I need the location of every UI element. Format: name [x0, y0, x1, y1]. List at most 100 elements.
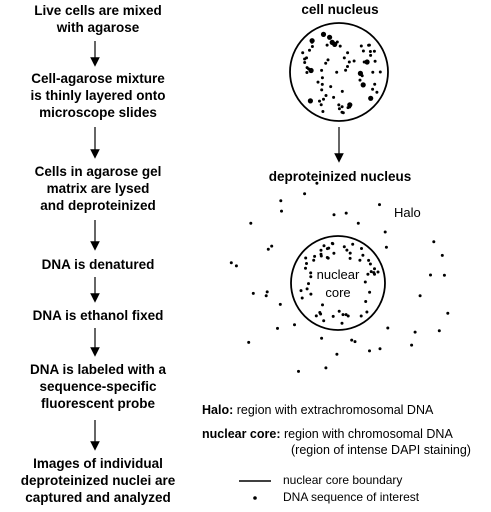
halo-dot — [293, 323, 296, 327]
core-dot — [313, 254, 317, 258]
nucleus-dot — [316, 80, 320, 84]
step-4: DNA is denatured — [41, 257, 155, 272]
core-dot — [365, 310, 369, 314]
halo-label: Halo — [394, 205, 421, 220]
nucleus-dot — [364, 59, 370, 65]
nucleus-dot — [340, 105, 344, 109]
nucleus-dot — [361, 49, 365, 53]
core-dot — [367, 258, 371, 262]
core-dot — [305, 262, 308, 265]
halo-dot — [320, 336, 324, 340]
nucleus-dot — [332, 41, 338, 48]
nucleus-dot — [344, 68, 348, 72]
nucleus-dot — [368, 50, 372, 53]
nucleus-dot — [320, 31, 327, 37]
cell-nucleus-dots — [301, 31, 382, 115]
halo-dot — [276, 326, 279, 330]
nucleus-dot — [340, 110, 344, 114]
core-dot — [309, 292, 313, 296]
halo-dot — [297, 369, 300, 373]
halo-dot — [247, 340, 251, 344]
nucleus-dot — [332, 95, 336, 99]
halo-dot — [264, 294, 268, 298]
core-dot — [348, 251, 352, 255]
core-desc: region with chromosomal DNA — [280, 427, 453, 441]
core-label-2: core — [325, 285, 350, 300]
nucleus-dot — [326, 58, 330, 62]
core-dot — [300, 296, 304, 300]
halo-term: Halo: — [202, 403, 234, 417]
nucleus-dot — [324, 61, 328, 65]
nucleus-dot — [310, 40, 314, 44]
halo-dot — [324, 366, 328, 370]
nucleus-dot — [305, 71, 309, 74]
nucleus-dot — [303, 61, 307, 64]
core-dot — [305, 287, 309, 291]
nucleus-dot — [373, 59, 377, 63]
halo-dot — [279, 199, 283, 203]
halo-dot — [410, 343, 414, 347]
nucleus-dot — [324, 94, 328, 97]
core-dot — [366, 272, 370, 276]
core-dot — [309, 271, 313, 275]
core-dot — [319, 312, 323, 316]
nucleus-dot — [367, 43, 371, 47]
nucleus-dot — [342, 56, 346, 60]
nucleus-dot — [346, 65, 349, 68]
core-dot — [368, 262, 372, 266]
core-dot — [332, 251, 336, 255]
halo-dot — [234, 264, 238, 268]
halo-dot — [303, 192, 307, 196]
core-dot — [376, 270, 380, 274]
halo-dot — [270, 244, 274, 248]
halo-dot — [368, 349, 371, 353]
nucleus-dot — [371, 87, 375, 91]
nucleus-dot — [347, 102, 353, 108]
core-dot — [340, 321, 344, 325]
halo-definition: Halo: region with extrachromosomal DNA — [202, 402, 433, 418]
cell-nucleus-circle — [289, 22, 389, 122]
core-dot — [325, 247, 329, 251]
nucleus-dot — [371, 70, 375, 74]
nucleus-dot — [319, 103, 323, 107]
halo-dot — [278, 302, 282, 306]
halo-dot — [429, 273, 432, 277]
core-dot — [321, 303, 324, 307]
core-dot — [304, 266, 307, 270]
core-dot — [342, 245, 346, 249]
halo-dot — [378, 347, 382, 351]
core-dot — [330, 241, 334, 245]
nucleus-dot — [320, 88, 324, 92]
step-6: DNA is labeled with a sequence-specific … — [29, 362, 167, 411]
deproteinized-nucleus-title: deproteinized nucleus — [268, 169, 412, 184]
step-3: Cells in agarose gel matrix are lysed an… — [34, 164, 162, 213]
nucleus-dot — [329, 85, 333, 89]
core-dot — [344, 313, 348, 317]
step-7: Images of individual deproteinized nucle… — [20, 456, 176, 505]
halo-dots — [229, 181, 450, 373]
nucleus-dot — [352, 59, 356, 63]
halo-dot — [353, 340, 357, 344]
core-label-1: nuclear — [317, 267, 360, 282]
halo-dot — [432, 240, 436, 244]
nucleus-dot — [320, 82, 324, 86]
core-dot — [337, 309, 341, 313]
halo-dot — [315, 181, 319, 185]
nucleus-dot — [375, 90, 379, 94]
nucleus-dot — [320, 76, 324, 80]
halo-dot — [249, 221, 253, 225]
nucleus-dot — [320, 68, 324, 72]
nucleus-dot — [360, 74, 364, 78]
core-dot — [373, 267, 376, 271]
step-1: Live cells are mixed with agarose — [34, 3, 162, 35]
nuclear-core-circle — [290, 235, 386, 331]
halo-dot — [335, 352, 339, 356]
nucleus-dot — [305, 56, 308, 60]
halo-dot — [332, 213, 336, 217]
halo-desc: region with extrachromosomal DNA — [233, 403, 434, 417]
core-dot — [314, 314, 318, 318]
nucleus-dot — [318, 99, 321, 103]
nucleus-dot — [301, 51, 305, 55]
nucleus-dot — [348, 105, 352, 109]
